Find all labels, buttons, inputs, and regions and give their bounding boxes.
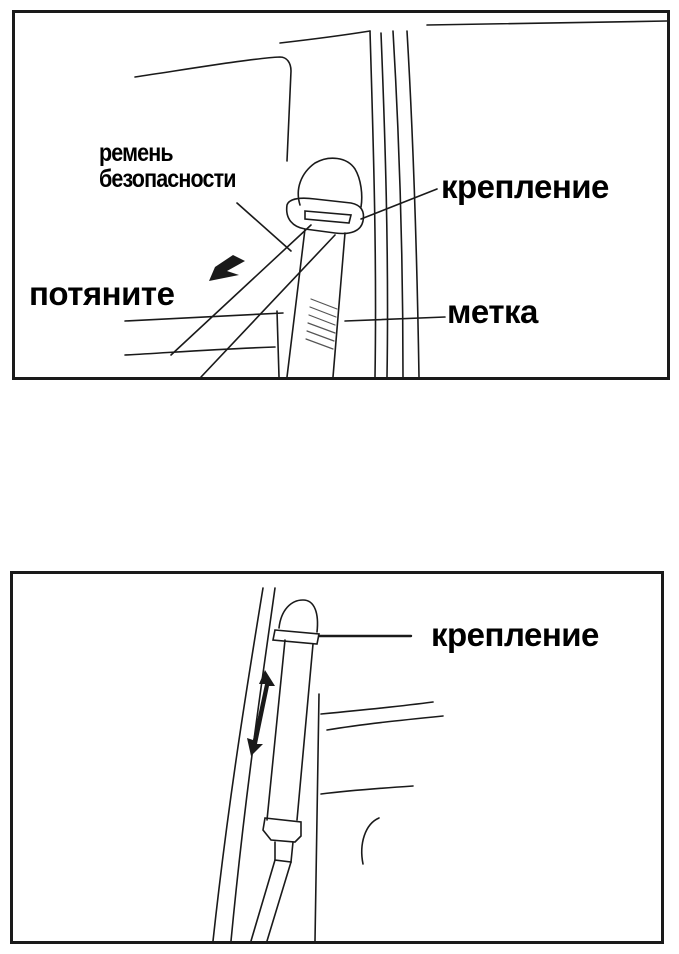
mark-leader (344, 316, 446, 322)
seat-belt-pull-drawing (124, 20, 667, 377)
anchor-leader (360, 188, 438, 220)
pull-label: потяните (29, 275, 175, 312)
anchor-label-bottom: крепление (431, 616, 599, 653)
pillar-left-edge (212, 587, 264, 941)
belt-label-line2: безопасности (99, 165, 237, 193)
double-arrow-icon (247, 670, 275, 756)
seat-belt-height-drawing (212, 587, 444, 941)
anchor-label: крепление (441, 168, 609, 205)
anchor-head (278, 599, 319, 633)
belt-leader (236, 202, 292, 252)
belt-lower (286, 228, 306, 377)
belt-pulled (170, 224, 312, 356)
belt-label-line1: ремень (99, 139, 174, 167)
belt-label: ремень безопасности (99, 139, 237, 193)
mark-hatch (305, 298, 338, 350)
mark-label: метка (447, 293, 538, 330)
belt-strap-right (296, 643, 314, 821)
belt-tongue (262, 817, 302, 843)
bottom-illustration-panel: крепление (10, 571, 664, 944)
anchor-outline (297, 157, 363, 208)
pull-arrow-icon (209, 253, 245, 281)
seat-back-outline (134, 56, 292, 162)
pillar-edge (369, 30, 377, 377)
top-illustration-panel: ремень безопасности крепление потяните м… (12, 10, 670, 380)
belt-strap-left (266, 639, 286, 821)
